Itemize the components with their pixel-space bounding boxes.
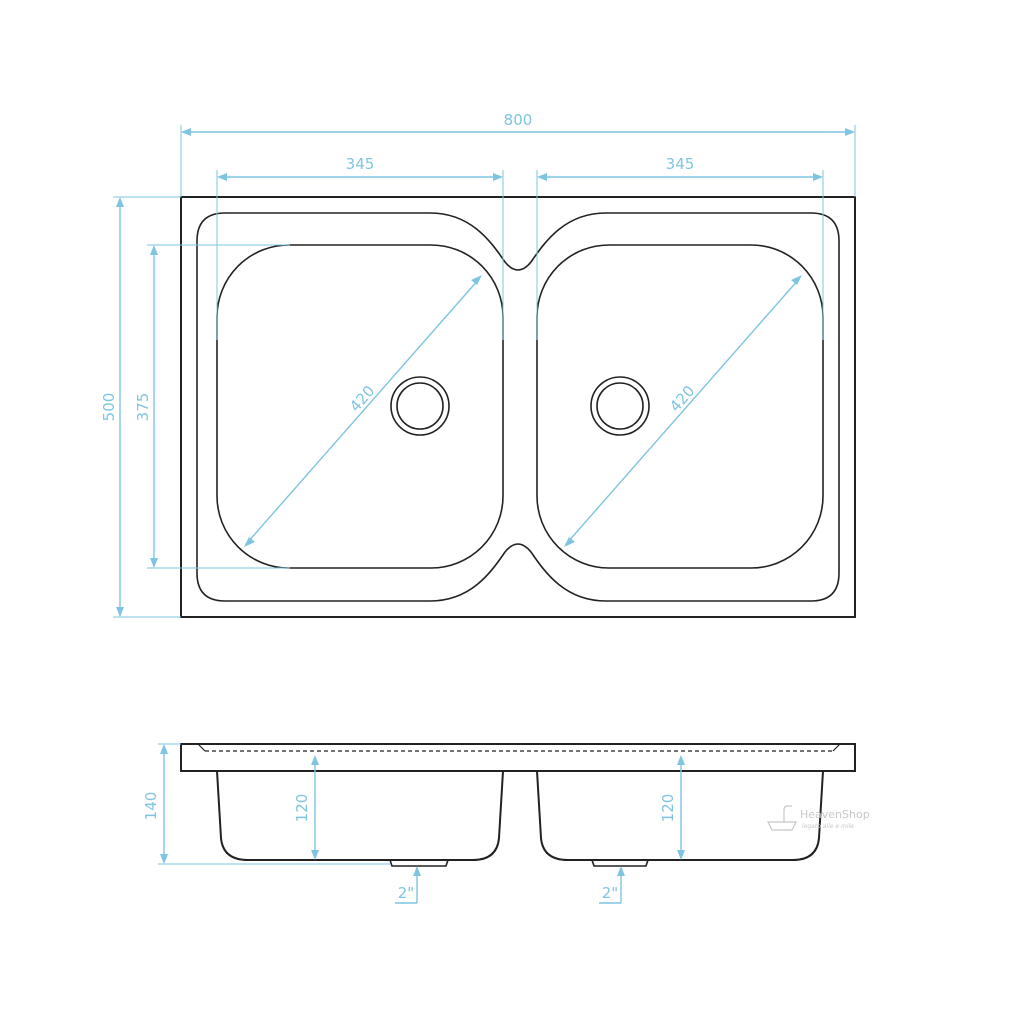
dim-right-bowl-height: 120 — [659, 794, 677, 823]
right-bowl-profile — [536, 770, 824, 861]
dim-overall-width: 800 — [504, 111, 533, 129]
left-drain-inner — [396, 382, 444, 430]
left-drain-outer — [390, 376, 450, 436]
watermark-logo: HeavenShop legato alle e mile — [767, 805, 870, 831]
left-bowl-profile — [216, 770, 504, 861]
watermark-tagline: legato alle e mile — [802, 823, 854, 830]
dim-left-bowl-width: 345 — [346, 155, 375, 173]
right-drain-outer — [590, 376, 650, 436]
top-view-dimensions: 800 345 345 500 375 420 — [100, 111, 856, 618]
bathtub-icon — [767, 821, 797, 831]
dim-left-bowl-height: 120 — [293, 794, 311, 823]
watermark-brand: HeavenShop — [800, 808, 870, 821]
dim-left-bowl-diagonal: 420 — [346, 382, 378, 415]
dim-bowl-depth: 375 — [134, 393, 152, 422]
dim-overall-depth: 500 — [100, 393, 118, 422]
left-drain-outlet — [389, 859, 449, 867]
top-view — [180, 196, 856, 618]
left-bowl — [216, 244, 504, 569]
dim-total-height: 140 — [142, 792, 160, 821]
sink-top-slab — [180, 743, 856, 772]
side-view — [180, 743, 856, 867]
side-view-dimensions: 140 120 120 2" 2" — [142, 743, 685, 904]
dim-right-drain: 2" — [602, 884, 618, 902]
right-drain-outlet — [591, 859, 649, 867]
dim-left-drain: 2" — [398, 884, 414, 902]
dim-line-left-bowl-diagonal — [246, 278, 480, 544]
dim-right-bowl-width: 345 — [666, 155, 695, 173]
dim-right-bowl-diagonal: 420 — [666, 382, 698, 415]
right-drain-inner — [596, 382, 644, 430]
dim-line-right-bowl-diagonal — [566, 278, 800, 544]
sink-outer-frame — [180, 196, 856, 618]
sink-inner-rim — [196, 212, 840, 602]
right-bowl — [536, 244, 824, 569]
